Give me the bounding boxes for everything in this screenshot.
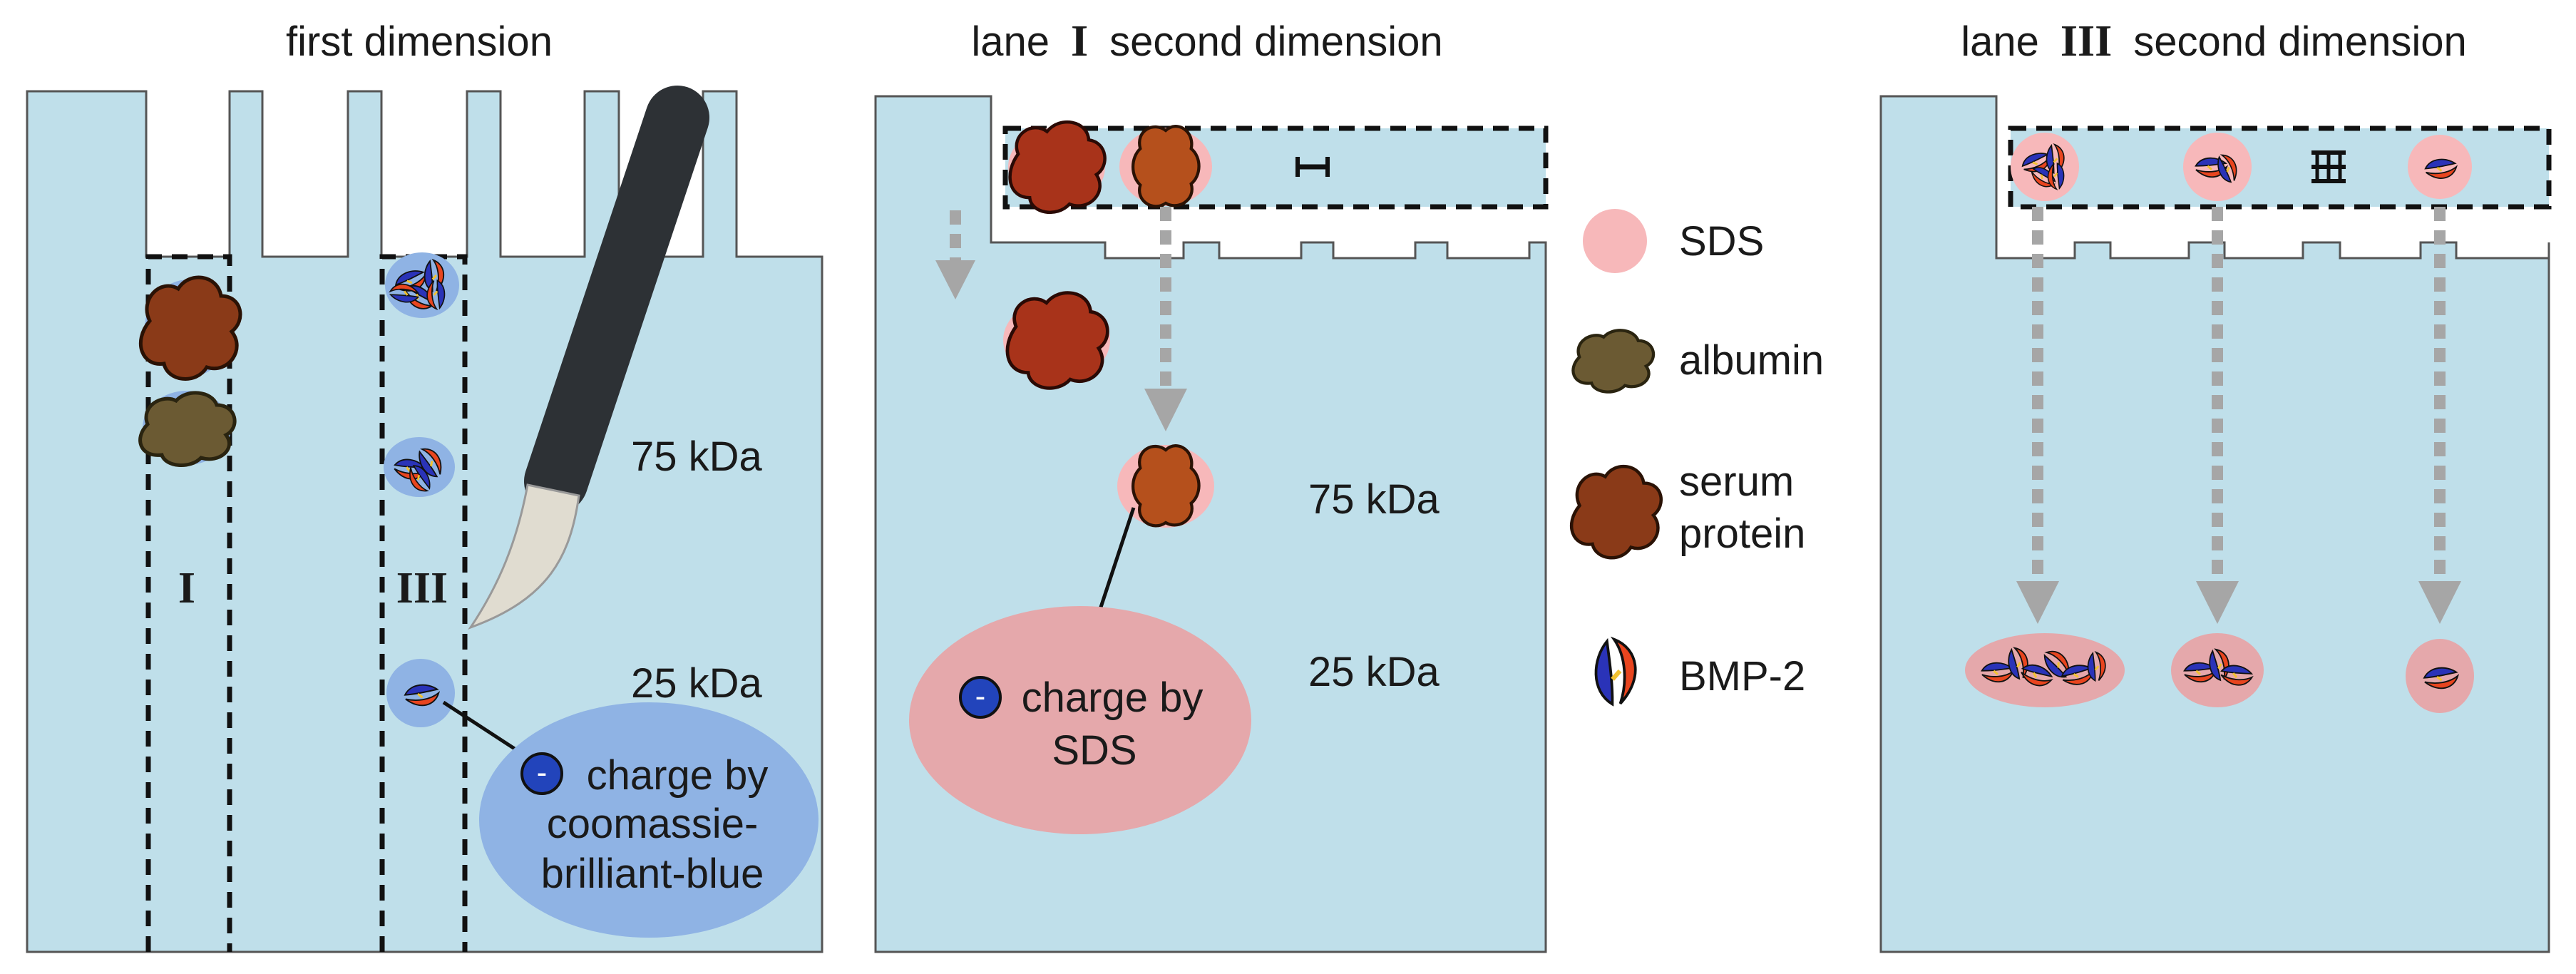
legend-albumin-label: albumin xyxy=(1679,337,1824,384)
minus-charge-icon xyxy=(520,752,563,795)
legend: SDS albumin serum protein BMP-2 xyxy=(1571,209,1824,709)
sds-callout xyxy=(909,606,1251,834)
marker-25kda-second: 25 kDa xyxy=(1308,649,1440,695)
legend-albumin-icon xyxy=(1573,330,1653,391)
strip-label-i xyxy=(1295,157,1330,177)
lane-iii-label: III xyxy=(396,564,448,612)
panel-first-dimension: first dimension I III xyxy=(26,19,823,953)
lane-iii-box xyxy=(379,254,468,952)
marker-25kda-first: 25 kDa xyxy=(631,660,763,707)
legend-bmp2-icon xyxy=(1580,634,1650,709)
lane-i-box xyxy=(145,254,232,952)
marker-75kda-second: 75 kDa xyxy=(1308,476,1440,523)
lane-i-label: I xyxy=(178,564,195,612)
legend-serum-protein-icon xyxy=(1571,466,1661,558)
svg-text:charge by: charge by xyxy=(1022,675,1204,721)
svg-text:charge by: charge by xyxy=(587,752,769,799)
legend-bmp2-label: BMP-2 xyxy=(1679,653,1805,699)
legend-serum-label-1: serum xyxy=(1679,458,1794,505)
coomassie-callout xyxy=(479,702,819,938)
strip-label-iii xyxy=(2311,150,2346,183)
legend-serum-label-2: protein xyxy=(1679,511,1805,557)
svg-text:coomassie-: coomassie- xyxy=(547,801,759,847)
scalpel-icon xyxy=(468,86,709,630)
legend-sds-icon xyxy=(1583,209,1647,273)
lane-i-gel xyxy=(874,95,1547,953)
svg-text:-: - xyxy=(537,755,548,790)
svg-text:brilliant-blue: brilliant-blue xyxy=(541,851,764,897)
marker-75kda-first: 75 kDa xyxy=(631,434,763,480)
minus-charge-icon-sds xyxy=(959,676,1002,719)
panel-title-first: first dimension xyxy=(286,19,553,65)
legend-sds-label: SDS xyxy=(1679,218,1764,265)
svg-text:SDS: SDS xyxy=(1052,727,1136,774)
svg-text:-: - xyxy=(975,679,986,714)
